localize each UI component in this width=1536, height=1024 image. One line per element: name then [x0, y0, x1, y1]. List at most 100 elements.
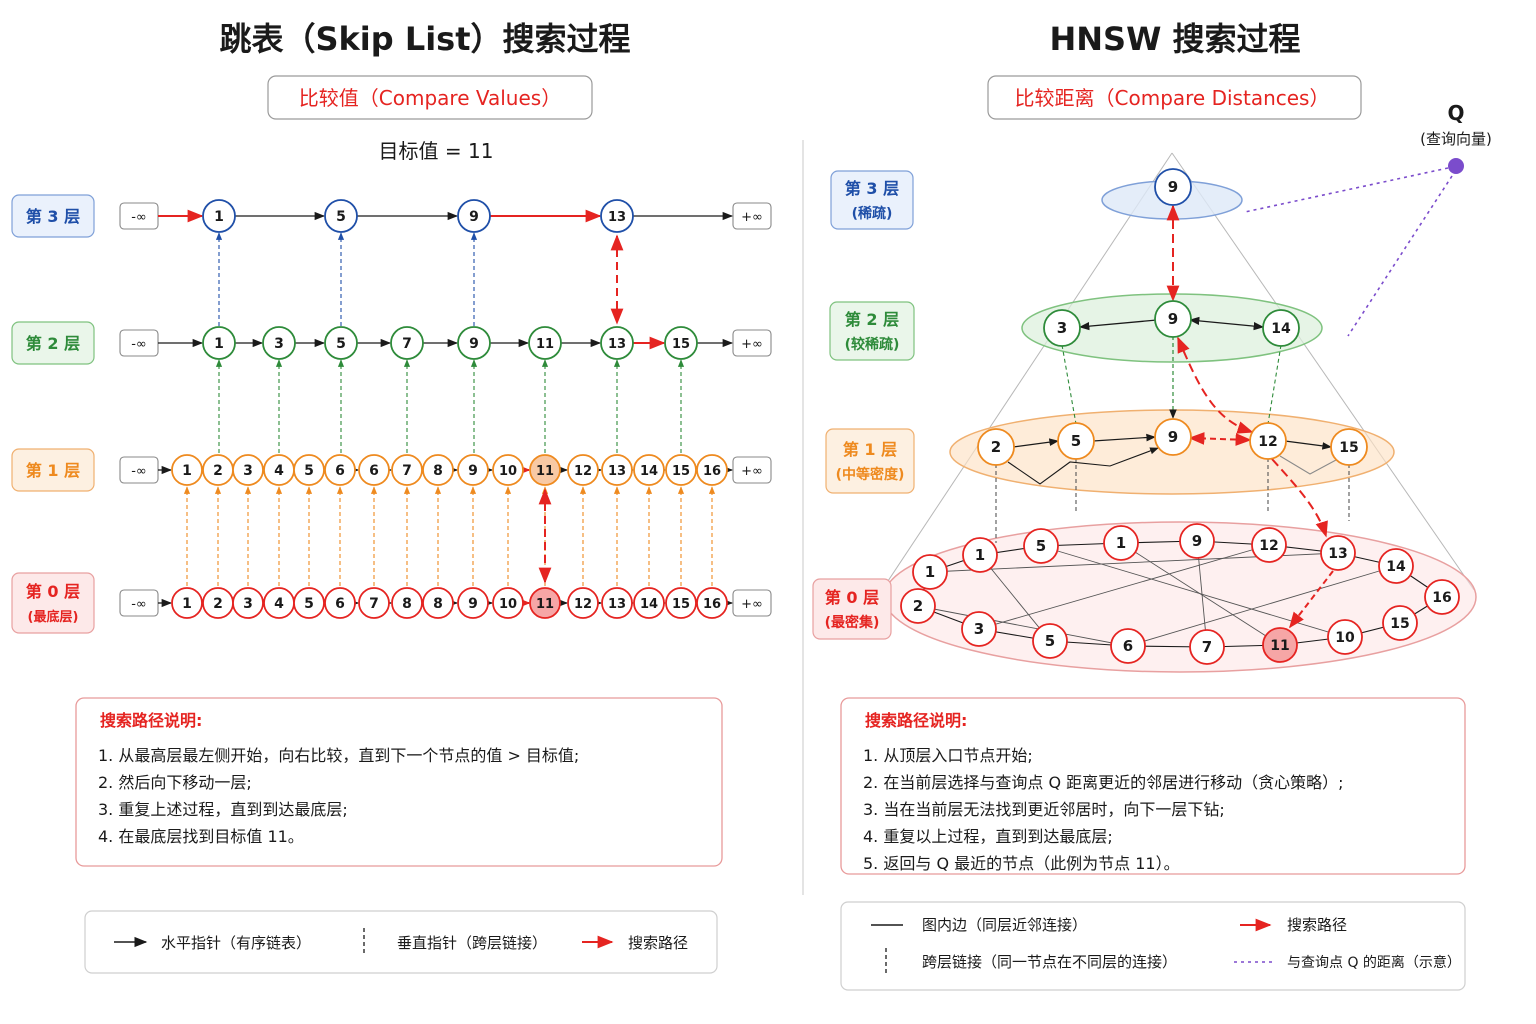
skip-node-label: 16 [703, 464, 721, 479]
skip-list-subtitle: 比较值（Compare Values） [299, 86, 561, 110]
skip-node: 14 [633, 587, 665, 619]
hnsw-node-label: 10 [1335, 630, 1355, 646]
skip-layer-label: 第 1 层 [11, 448, 95, 492]
skip-node-label: 4 [274, 596, 284, 612]
cone-edge-left [881, 152, 1173, 591]
hnsw-node-label: 7 [1202, 638, 1212, 656]
skip-node-label: 12 [574, 597, 592, 612]
skip-node: 11 [529, 454, 561, 486]
hnsw-graph-edge [978, 544, 1270, 630]
skip-node-label: 4 [274, 463, 284, 479]
skip-node-label: 5 [336, 209, 346, 225]
skip-node-label: 12 [574, 464, 592, 479]
skip-node-label: 15 [672, 464, 690, 479]
hnsw-graph-edge [1284, 440, 1332, 450]
hnsw-node: 5 [1023, 528, 1059, 564]
hnsw-node-label: 3 [1057, 319, 1067, 337]
hnsw-node: 9 [1154, 300, 1192, 338]
skip-node: 4 [263, 587, 295, 619]
skip-target-value: 目标值 = 11 [379, 139, 494, 163]
skip-node: 5 [293, 454, 325, 486]
skip-pos-inf: +∞ [741, 210, 763, 225]
skip-node-label: 9 [468, 463, 478, 479]
skip-node-label: 9 [469, 336, 479, 352]
skip-neg-inf: -∞ [131, 464, 147, 479]
hnsw-node-label: 9 [1168, 310, 1178, 328]
skip-node-label: 13 [608, 210, 626, 225]
skip-layer-label: 第 3 层 [11, 194, 95, 238]
skip-node-label: 7 [369, 596, 379, 612]
skip-node-label: 1 [214, 209, 224, 225]
skip-node-label: 9 [468, 596, 478, 612]
hnsw-node: 9 [1154, 418, 1192, 456]
hnsw-node-label: 1 [1116, 534, 1126, 552]
hnsw-notes-box: 搜索路径说明:1. 从顶层入口节点开始;2. 在当前层选择与查询点 Q 距离更近… [840, 697, 1466, 875]
hnsw-graph-edge [1120, 542, 1281, 646]
hnsw-node-label: 5 [1036, 537, 1046, 555]
hnsw-search-path [1177, 336, 1254, 434]
skip-node: 11 [528, 326, 562, 360]
hnsw-node-label: 11 [1270, 638, 1289, 654]
skip-node: 3 [232, 454, 264, 486]
query-distance-line-1 [1244, 167, 1449, 213]
hnsw-node: 2 [900, 588, 936, 624]
hnsw-node: 3 [1043, 309, 1081, 347]
hnsw-subtitle: 比较距离（Compare Distances） [1015, 86, 1330, 110]
skip-node-label: 10 [499, 464, 517, 479]
hnsw-node: 1 [962, 537, 998, 573]
hnsw-node-label: 16 [1432, 590, 1451, 606]
hnsw-node-label: 2 [913, 597, 923, 615]
hnsw-node: 14 [1378, 548, 1414, 584]
skip-node: 8 [422, 454, 454, 486]
hnsw-search-path [1271, 458, 1328, 538]
skip-node: 8 [391, 587, 423, 619]
skip-layer-name: 第 1 层 [26, 461, 80, 480]
skip-node-label: 6 [369, 463, 379, 479]
hnsw-layer-name: 第 0 层 [825, 588, 879, 607]
skip-node-label: 14 [640, 597, 658, 612]
notes-line: 4. 重复以上过程，直到到达最底层; [863, 827, 1113, 846]
skip-node: 9 [457, 199, 491, 233]
hnsw-node-label: 15 [1390, 616, 1409, 632]
skip-node: 13 [600, 326, 634, 360]
skip-node: 13 [600, 199, 634, 233]
hnsw-node: 6 [1110, 628, 1146, 664]
skip-node: 7 [391, 454, 423, 486]
skip-neg-inf: -∞ [131, 337, 147, 352]
hnsw-graph-edge [1012, 438, 1059, 448]
notes-line: 5. 返回与 Q 最近的节点（此例为节点 11）。 [863, 854, 1180, 873]
skip-node: 1 [202, 326, 236, 360]
skip-node-label: 13 [608, 464, 626, 479]
skip-list-panel: 跳表（Skip List）搜索过程 比较值（Compare Values） 目标… [11, 20, 772, 634]
skip-node-label: 8 [433, 463, 443, 479]
hnsw-graph-edge [1078, 319, 1158, 331]
hnsw-layer-sublabel: (较稀疏) [845, 336, 900, 353]
hnsw-graph-edge [1092, 433, 1156, 442]
hnsw-node-label: 6 [1123, 637, 1133, 655]
query-distance-line-2 [1347, 175, 1453, 337]
hnsw-layer-name: 第 3 层 [845, 179, 899, 198]
hnsw-node-label: 1 [925, 563, 935, 581]
skip-layer-sublabel: (最底层) [28, 609, 79, 625]
skip-node-label: 15 [672, 597, 690, 612]
hnsw-graph-edge [1007, 447, 1159, 485]
query-sublabel: (查询向量) [1420, 130, 1492, 148]
skip-node-label: 5 [304, 596, 314, 612]
skip-neg-inf: -∞ [131, 210, 147, 225]
skip-layer-label: 第 2 层 [11, 321, 95, 365]
skip-node-label: 13 [608, 597, 626, 612]
skip-node-label: 1 [182, 596, 192, 612]
hnsw-node: 9 [1154, 168, 1192, 206]
hnsw-node: 12 [1251, 527, 1287, 563]
skip-node-label: 11 [536, 597, 554, 612]
skip-node-label: 10 [499, 597, 517, 612]
hnsw-node-label: 15 [1339, 440, 1358, 456]
skip-node-label: 6 [335, 463, 345, 479]
hnsw-layer-name: 第 2 层 [845, 310, 899, 329]
hnsw-layer-label: 第 3 层(稀疏) [830, 170, 914, 230]
hnsw-graph-edge [1279, 455, 1337, 475]
skip-node: 7 [390, 326, 424, 360]
skip-node-label: 11 [536, 337, 554, 352]
